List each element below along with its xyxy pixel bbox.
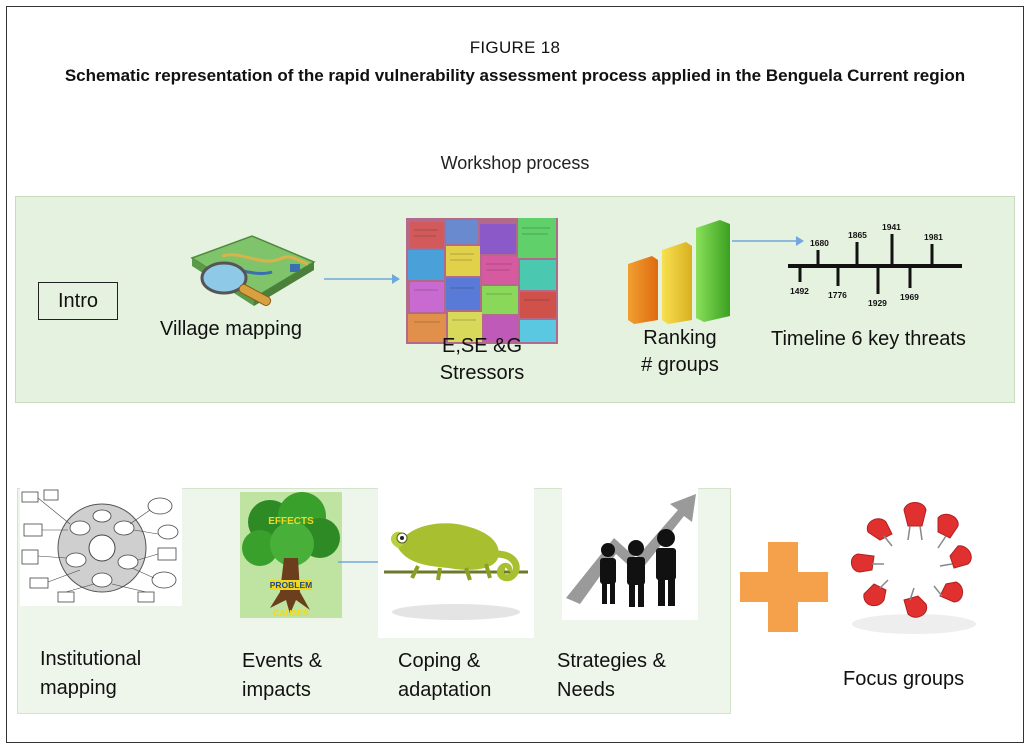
timeline-year: 1776 [828, 290, 847, 300]
figure-title: Schematic representation of the rapid vu… [64, 66, 966, 85]
timeline-year: 1981 [924, 232, 943, 242]
tree-problem-label: PROBLEM [270, 580, 313, 590]
strategies-label-line1: Strategies & [557, 650, 666, 672]
tree-causes-label: CAUSES [273, 608, 309, 618]
institutional-label-line2: mapping [40, 677, 117, 699]
sticky-notes-icon [406, 218, 558, 344]
stressors-label-line1: E,SE &G [441, 335, 523, 357]
village-map-icon [190, 235, 316, 306]
coping-label-line1: Coping & [398, 650, 481, 672]
chairs-circle-icon [838, 496, 990, 646]
timeline-label: Timeline 6 key threats [771, 328, 966, 350]
village-mapping-label: Village mapping [160, 318, 302, 340]
events-label-line2: impacts [242, 679, 311, 701]
tree-effects-label: EFFECTS [268, 516, 314, 527]
bar-chart-icon [628, 220, 730, 324]
ranking-label-line2: # groups [641, 354, 719, 376]
workshop-process-title: Workshop process [440, 153, 590, 173]
institutional-label-line1: Institutional [40, 648, 142, 670]
timeline-year: 1865 [848, 230, 867, 240]
timeline-year: 1929 [868, 298, 887, 308]
stressors-label-line2: Stressors [439, 362, 525, 384]
timeline-year: 1941 [882, 222, 901, 232]
timeline-icon: 1492 1680 1776 1865 1929 1941 1969 1981 [788, 222, 962, 308]
strategy-growth-icon [562, 488, 698, 620]
chameleon-icon [378, 488, 534, 638]
intro-box: Intro [38, 282, 118, 320]
plus-icon [740, 542, 828, 632]
focus-groups-label: Focus groups [843, 668, 965, 690]
flow-arrow [732, 236, 804, 246]
institutional-diagram-icon [20, 488, 182, 606]
events-label-line1: Events & [242, 650, 323, 672]
flow-arrow [324, 274, 400, 284]
problem-tree-icon: EFFECTS PROBLEM CAUSES [240, 492, 342, 618]
strategies-label-line2: Needs [557, 679, 615, 701]
ranking-label-line1: Ranking [643, 327, 717, 349]
timeline-year: 1492 [790, 286, 809, 296]
timeline-year: 1969 [900, 292, 919, 302]
coping-label-line2: adaptation [398, 679, 492, 701]
timeline-year: 1680 [810, 238, 829, 248]
figure-label: FIGURE 18 [469, 38, 561, 57]
